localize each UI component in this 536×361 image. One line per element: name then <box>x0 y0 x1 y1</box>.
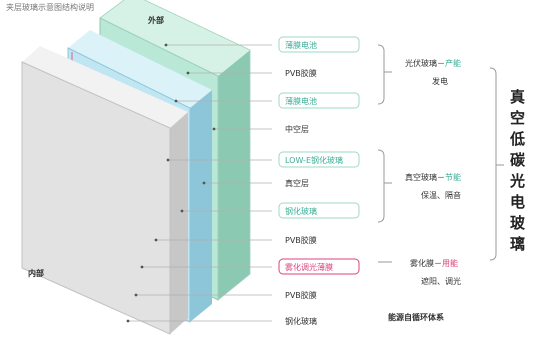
function-vacuum-sub: 保温、隔音 <box>421 190 461 200</box>
top-caption: 夹层玻璃示意图结构说明 <box>6 2 94 12</box>
layer-label-10: PVB胶膜 <box>285 290 317 300</box>
side-title-char: 空 <box>510 109 525 127</box>
leader-dot <box>212 127 216 131</box>
side-title-char: 低 <box>509 130 525 148</box>
layer-label-4: 中空层 <box>285 124 309 134</box>
outer-label: 外部 <box>148 15 164 25</box>
function-pv-sub: 发电 <box>432 76 448 86</box>
function-pv: 光伏玻璃－产能 <box>405 58 461 68</box>
leader-dot <box>186 71 190 75</box>
leader-dot <box>202 181 206 185</box>
inner-label: 内部 <box>28 268 44 278</box>
layer-label-7: 钢化玻璃 <box>285 206 317 216</box>
layer-box <box>278 92 360 109</box>
leader-dot <box>174 99 178 103</box>
side-title-char: 璃 <box>510 235 525 253</box>
leader-dot <box>154 238 158 242</box>
function-fog-sub: 遮阳、调光 <box>421 276 461 286</box>
layer-label-1: 薄膜电池 <box>285 40 317 50</box>
energy-cycle-label: 能源自循环体系 <box>388 312 444 322</box>
side-title-char: 玻 <box>510 214 526 232</box>
layer-label-6: 真空层 <box>285 178 309 188</box>
side-title-char: 真 <box>510 88 525 106</box>
leader-dot <box>164 43 168 47</box>
side-title-char: 光 <box>509 172 525 190</box>
layer-callouts: 薄膜电池PVB胶膜薄膜电池中空层LOW-E钢化玻璃真空层钢化玻璃PVB胶膜雾化调… <box>126 36 360 326</box>
leader-dot <box>180 209 184 213</box>
leader-dot <box>166 158 170 162</box>
function-fog: 雾化膜－用能 <box>410 258 458 268</box>
layer-label-8: PVB胶膜 <box>285 235 317 245</box>
function-vacuum: 真空玻璃－节能 <box>405 172 461 182</box>
layer-box <box>278 151 360 168</box>
layer-label-11: 钢化玻璃 <box>285 316 317 326</box>
layer-box <box>278 202 360 219</box>
side-title-char: 碳 <box>510 151 526 169</box>
inner-grey-panel <box>21 46 188 335</box>
layer-label-3: 薄膜电池 <box>285 96 317 106</box>
group-brackets <box>377 44 504 263</box>
layer-label-2: PVB胶膜 <box>285 68 317 78</box>
leader-dot <box>134 293 138 297</box>
layer-label-9: 雾化调光薄膜 <box>285 262 333 272</box>
side-title-char: 电 <box>510 193 525 211</box>
leader-dot <box>126 319 130 323</box>
leader-dot <box>140 265 144 269</box>
function-list: 光伏玻璃－产能 发电 真空玻璃－节能 保温、隔音 雾化膜－用能 遮阳、调光 <box>405 58 461 286</box>
layer-label-5: LOW-E钢化玻璃 <box>285 155 343 165</box>
layer-box <box>278 258 360 275</box>
layer-box <box>278 36 360 53</box>
